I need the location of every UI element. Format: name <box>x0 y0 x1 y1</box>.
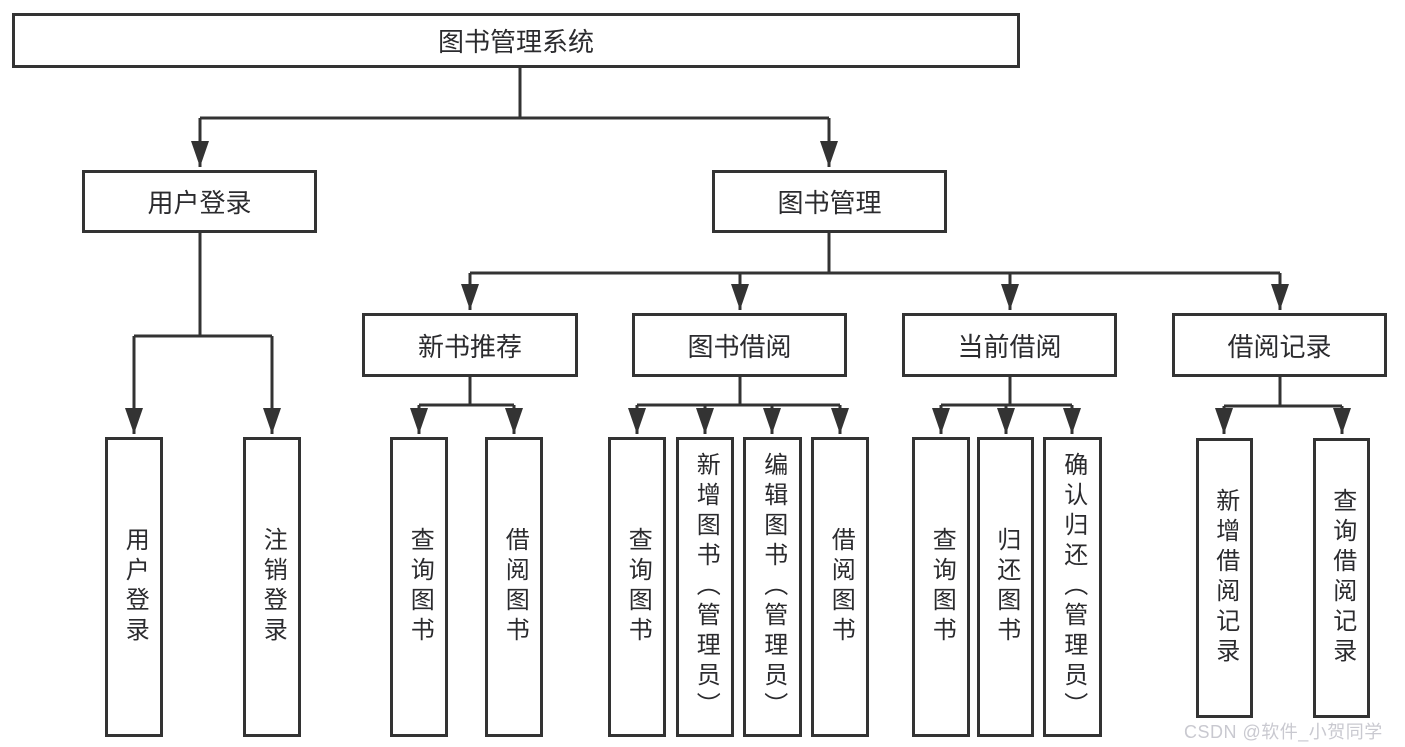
branch-user-login-label: 用户登录 <box>147 188 252 218</box>
leaf-borrow-books-2-label: 借阅图书 <box>827 527 855 647</box>
root-node: 图书管理系统 <box>12 13 1020 68</box>
leaf-query-books-3: 查询图书 <box>912 437 970 737</box>
connector-book-borrow-group <box>637 377 840 407</box>
leaf-edit-book-admin-label: 编辑图书（管理员） <box>759 452 787 722</box>
connector-root <box>200 68 829 120</box>
connector-current-borrow-group <box>941 377 1072 407</box>
connector-user-login-branch <box>134 233 272 338</box>
leaf-edit-book-admin: 编辑图书（管理员） <box>743 437 802 737</box>
leaf-borrow-books-1: 借阅图书 <box>485 437 543 737</box>
section-book-borrow: 图书借阅 <box>632 313 847 377</box>
leaf-logout: 注销登录 <box>243 437 301 737</box>
leaf-borrow-books-2: 借阅图书 <box>811 437 869 737</box>
leaf-add-borrow-record-label: 新增借阅记录 <box>1211 488 1239 668</box>
leaf-confirm-return-admin: 确认归还（管理员） <box>1043 437 1102 737</box>
branch-user-login: 用户登录 <box>82 170 317 233</box>
leaf-query-borrow-record: 查询借阅记录 <box>1313 438 1370 718</box>
leaf-user-login-label: 用户登录 <box>121 527 149 647</box>
leaf-query-borrow-record-label: 查询借阅记录 <box>1328 488 1356 668</box>
leaf-logout-label: 注销登录 <box>259 527 287 647</box>
section-borrow-records-label: 借阅记录 <box>1227 331 1332 362</box>
leaf-borrow-books-1-label: 借阅图书 <box>501 527 529 647</box>
leaf-add-book-admin-label: 新增图书（管理员） <box>692 452 720 722</box>
branch-book-management: 图书管理 <box>712 170 947 233</box>
leaf-add-borrow-record: 新增借阅记录 <box>1196 438 1253 718</box>
leaf-return-books: 归还图书 <box>977 437 1034 737</box>
connector-book-management-branch <box>470 233 1280 275</box>
leaf-confirm-return-admin-label: 确认归还（管理员） <box>1059 452 1087 722</box>
leaf-add-book-admin: 新增图书（管理员） <box>676 437 734 737</box>
section-current-borrow: 当前借阅 <box>902 313 1117 377</box>
leaf-query-books-2: 查询图书 <box>608 437 666 737</box>
connector-borrow-records-group <box>1224 377 1342 408</box>
leaf-query-books-2-label: 查询图书 <box>624 527 652 647</box>
section-book-borrow-label: 图书借阅 <box>687 331 792 362</box>
leaf-query-books-3-label: 查询图书 <box>928 527 956 647</box>
leaf-query-books-1: 查询图书 <box>390 437 448 737</box>
leaf-return-books-label: 归还图书 <box>992 527 1020 647</box>
section-borrow-records: 借阅记录 <box>1172 313 1387 377</box>
branch-book-management-label: 图书管理 <box>777 188 882 218</box>
leaf-query-books-1-label: 查询图书 <box>406 527 434 647</box>
section-current-borrow-label: 当前借阅 <box>957 331 1062 362</box>
connector-new-book-recommend-group <box>419 377 514 407</box>
watermark: CSDN @软件_小贺同学 <box>1184 722 1383 742</box>
section-new-book-recommend: 新书推荐 <box>362 313 578 377</box>
leaf-user-login: 用户登录 <box>105 437 163 737</box>
root-node-label: 图书管理系统 <box>437 27 594 57</box>
section-new-book-recommend-label: 新书推荐 <box>417 331 522 362</box>
